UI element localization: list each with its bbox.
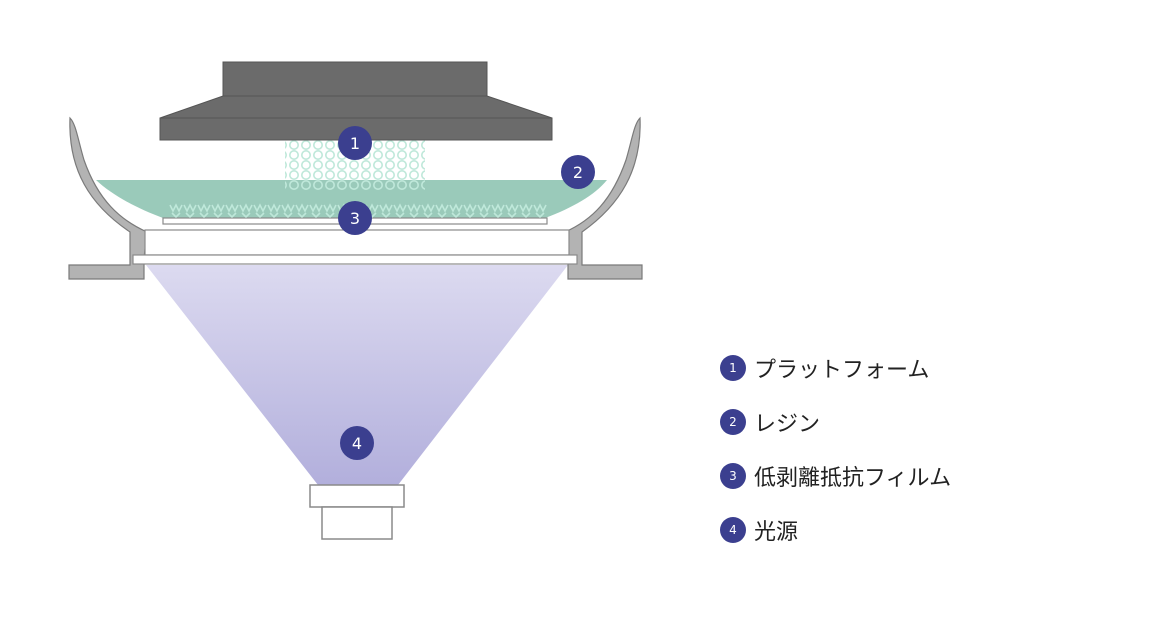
marker-3: 3 <box>338 201 372 235</box>
legend-item-resin: 2 レジン <box>720 404 1040 440</box>
svg-text:2: 2 <box>573 163 583 182</box>
build-platform <box>159 61 553 141</box>
light-source <box>309 484 405 540</box>
legend-item-light-source: 4 光源 <box>720 512 1040 548</box>
legend-label: レジン <box>754 412 821 437</box>
svg-text:1: 1 <box>350 134 360 153</box>
glass-plate <box>132 254 578 265</box>
legend-label: 光源 <box>754 520 799 545</box>
legend-label: プラットフォーム <box>754 358 930 383</box>
marker-2: 2 <box>561 155 595 189</box>
legend-item-platform: 1 プラットフォーム <box>720 350 1040 386</box>
legend-badge: 1 <box>720 355 746 381</box>
legend: 1 プラットフォーム 2 レジン 3 低剥離抵抗フィルム 4 光源 <box>720 350 1040 566</box>
light-cone <box>146 265 568 485</box>
legend-label: 低剥離抵抗フィルム <box>754 466 952 491</box>
legend-badge: 4 <box>720 517 746 543</box>
marker-1: 1 <box>338 126 372 160</box>
legend-badge: 3 <box>720 463 746 489</box>
legend-badge: 2 <box>720 409 746 435</box>
svg-text:4: 4 <box>352 434 362 453</box>
svg-text:3: 3 <box>350 209 360 228</box>
marker-4: 4 <box>340 426 374 460</box>
legend-item-film: 3 低剥離抵抗フィルム <box>720 458 1040 494</box>
